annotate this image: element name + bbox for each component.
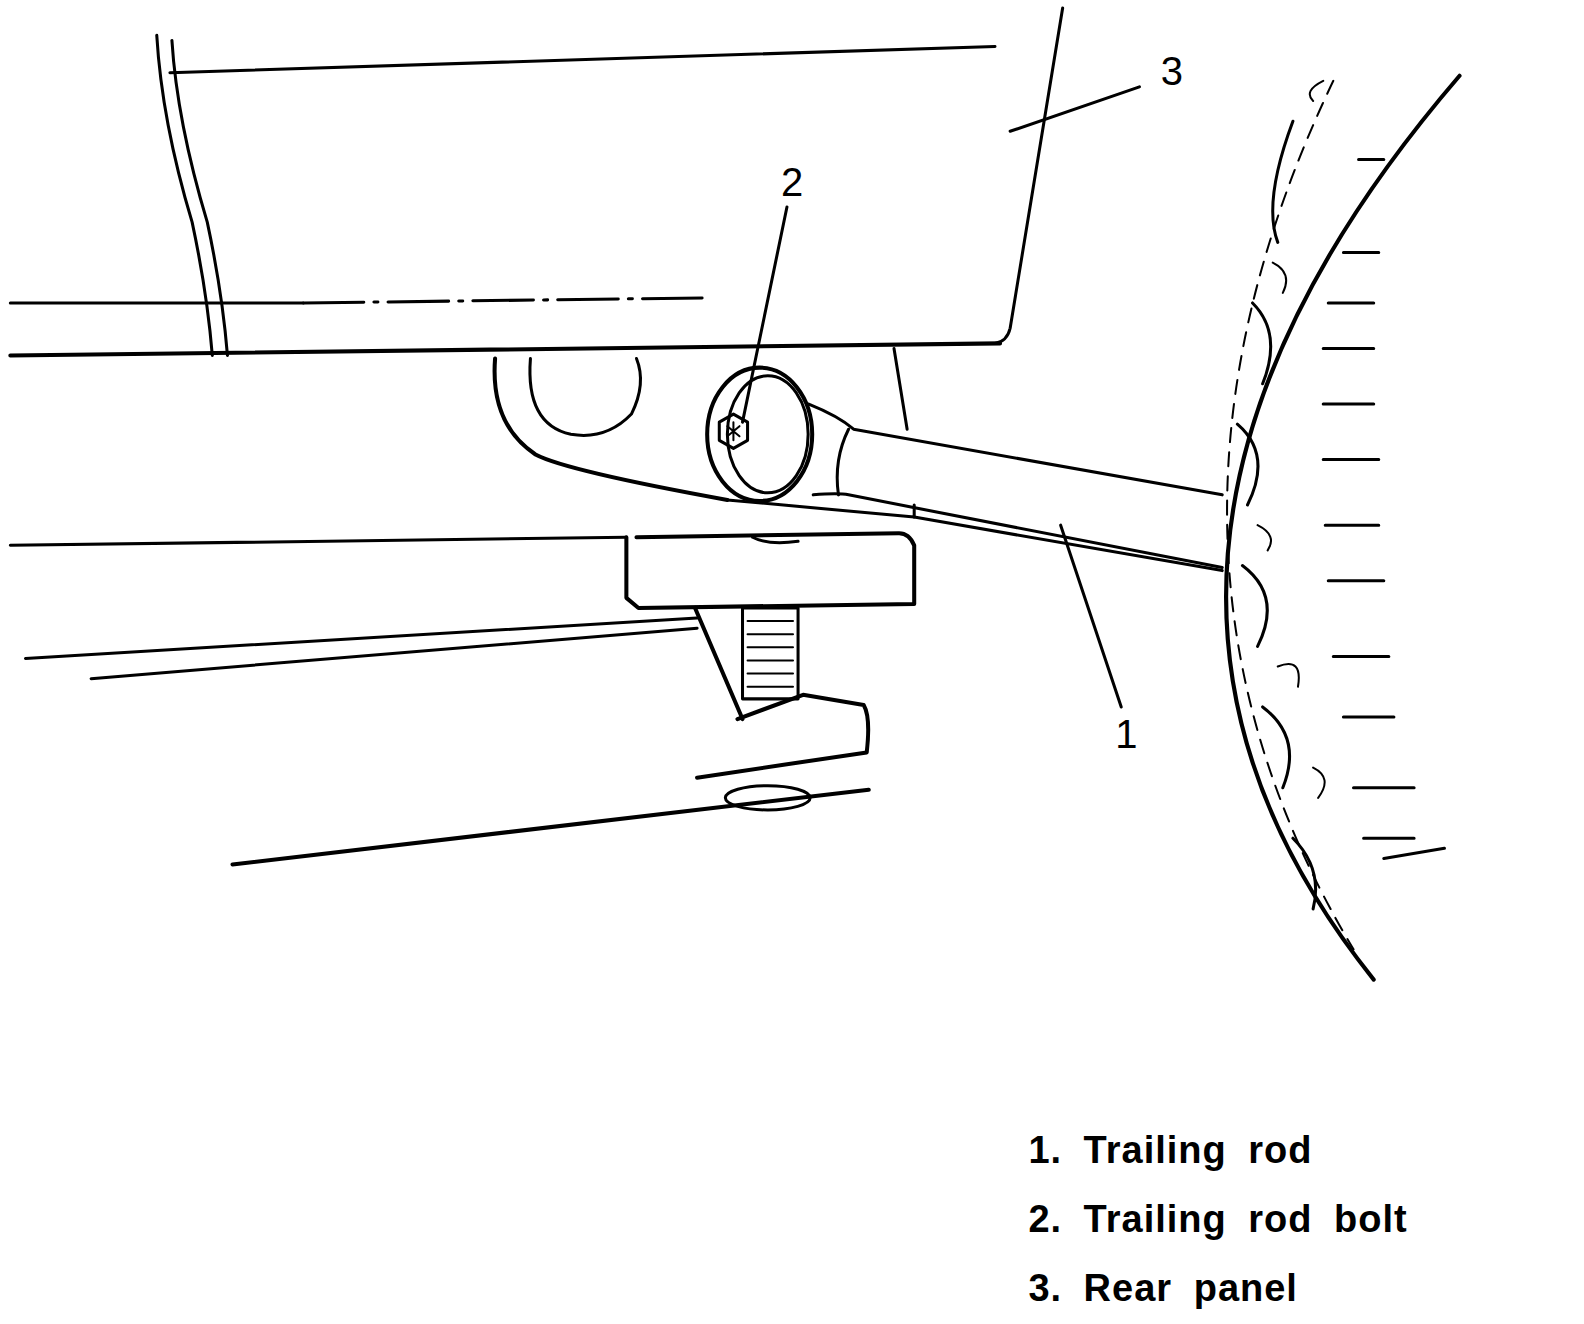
tire [1226,76,1459,980]
legend-text: 1. Trailing rod [1028,1131,1312,1169]
panel-line [303,298,702,303]
bracket [495,359,728,500]
rod-eye [707,368,812,501]
rod-eye [727,376,808,493]
jack-base [697,695,868,778]
legend-text: 2. Trailing rod bolt [1028,1200,1407,1238]
tire-tread [1323,160,1444,859]
jack-head [753,537,798,542]
panel-edge [170,46,995,72]
jack-body [695,608,742,719]
frame-line [233,790,869,865]
trailing-rod [813,494,1222,568]
panel-edge [172,40,228,355]
leader-line [743,207,787,422]
panel-edge [995,8,1063,343]
jack-head [626,533,914,608]
frame-line [25,618,697,658]
callout-number: 3 [1161,51,1183,91]
panel-edge [157,35,213,355]
jack-screw [743,608,799,699]
frame-line [894,348,907,429]
legend-text: 3. Rear panel [1028,1269,1298,1307]
tire-tread [1258,81,1325,798]
trailing-rod [808,404,1222,495]
frame-line [10,343,1000,355]
jack-screw [748,621,793,687]
callout-number: 2 [781,162,803,202]
bolt-head [727,422,739,440]
bracket-hole [530,359,641,436]
tire-tread [1237,121,1315,909]
leader-line [1061,525,1122,707]
frame-line [91,628,697,678]
trailing-rod [837,429,848,495]
tire-tread [1227,81,1353,950]
frame-line [10,301,303,304]
leader-line [1010,87,1139,131]
callout-number: 1 [1115,714,1137,754]
frame-line [10,537,626,545]
jack-foot [725,786,810,810]
